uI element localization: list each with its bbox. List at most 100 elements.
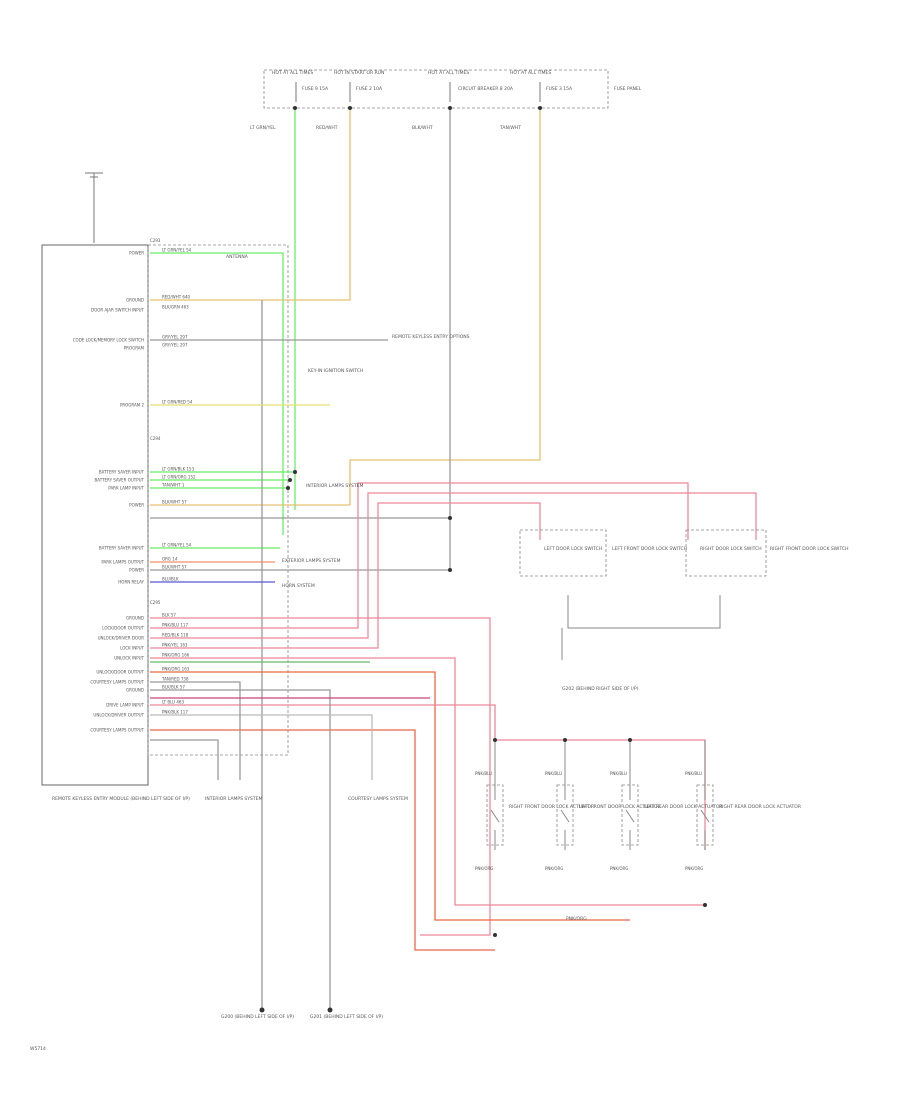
wire-label: BLK/WHT 57	[162, 565, 187, 570]
module-pin-label: BATTERY SAVER OUTPUT	[95, 478, 145, 483]
label-courtesy-1: INTERIOR LAMPS SYSTEM	[205, 796, 262, 802]
wire-harness	[150, 108, 757, 1010]
label-interior-lamps: INTERIOR LAMPS SYSTEM	[306, 483, 363, 489]
drop-wire-1: LT GRN/YEL	[250, 125, 276, 131]
fuse-2: FUSE 2 10A	[356, 86, 383, 92]
module-pin-label: BATTERY SAVER INPUT	[99, 546, 145, 551]
wire-label: RED/BLK 118	[162, 633, 189, 638]
wire-label: BLU/BLK	[162, 577, 179, 582]
door-lock-switches: LEFT FRONT DOOR LOCK SWITCH LEFT DOOR LO…	[519, 529, 848, 660]
wire-label: PNK/ORG 163	[162, 667, 190, 672]
module-pin-label: POWER	[129, 251, 144, 256]
actuator-motor-icon	[560, 740, 570, 850]
connector-c293: C293	[150, 238, 161, 243]
module-caption: REMOTE KEYLESS ENTRY MODULE (BEHIND LEFT…	[52, 796, 190, 802]
module-pin-label: GROUND	[126, 298, 144, 303]
drop-wire-3: BLK/WHT	[412, 125, 433, 131]
actuator-label: RIGHT REAR DOOR LOCK ACTUATOR	[719, 804, 801, 810]
right-lock-switch-box	[685, 529, 767, 577]
wire-label: LT GRN/RED 54	[162, 400, 193, 405]
door-lock-actuators: RIGHT FRONT DOOR LOCK ACTUATORPNK/BLUPNK…	[475, 740, 801, 871]
wire-lt-grn	[150, 108, 296, 535]
actuator-label: LEFT FRONT DOOR LOCK ACTUATOR	[579, 804, 661, 810]
module-pin-label: GROUND	[126, 688, 144, 693]
module-pin-label: PARK LAMP INPUT	[108, 486, 144, 491]
fuse-header-1: HOT AT ALL TIMES	[272, 70, 313, 76]
wire-exterior-lamps	[150, 681, 241, 780]
wire-label: LT BLU 463	[162, 700, 184, 705]
wire-courtesy	[150, 714, 373, 780]
wire-red-org	[150, 671, 630, 921]
module-pin-label: UNLOCK/DRIVER OUTPUT	[93, 713, 144, 718]
circuit-breaker-8: CIRCUIT BREAKER 8 20A	[458, 86, 514, 92]
wire-pnk-3	[150, 502, 541, 649]
wire-label: TAN/WHT 1	[161, 483, 185, 488]
fuse-panel-outline	[263, 69, 609, 109]
module-pin-label: COURTESY LAMPS OUTPUT	[90, 680, 144, 685]
drop-wire-2: RED/WHT	[316, 125, 338, 131]
module-pin-label: GROUND	[126, 616, 144, 621]
wire-ground-2	[150, 689, 331, 1010]
wire-label: ORG 14	[162, 557, 178, 562]
actuator-wire-bottom: PNK/ORG	[610, 866, 628, 871]
module-pin-label: POWER	[129, 568, 144, 573]
fuse-9: FUSE 9 15A	[302, 86, 329, 92]
wire-label: BLK/GRN 463	[162, 305, 189, 310]
label-courtesy-2: COURTESY LAMPS SYSTEM	[348, 796, 408, 802]
door-lock-actuator: RIGHT REAR DOOR LOCK ACTUATOR PNK/BLU PNK/…	[685, 740, 801, 871]
fuse-header-3: HOT AT ALL TIMES	[428, 70, 469, 76]
actuator-motor-icon	[625, 740, 635, 850]
fuse-panel-label: FUSE PANEL	[614, 86, 642, 92]
label-ignition-switch: KEY-IN IGNITION SWITCH	[308, 368, 363, 374]
left-lock-switch-box	[519, 529, 607, 577]
actuator-motor-icon	[700, 740, 710, 850]
actuator-wire-bottom: PNK/ORG	[685, 866, 703, 871]
door-lock-actuator: LEFT REAR DOOR LOCK ACTUATOR PNK/BLU PNK/O…	[610, 740, 723, 871]
wire-tan	[150, 108, 541, 506]
actuator-wire-bottom: PNK/ORG	[475, 866, 493, 871]
wire-pnk-2	[150, 492, 757, 639]
wire-label: BLK 57	[162, 613, 176, 618]
wire-pnk-4	[150, 617, 491, 936]
module-pin-label: PROGRAM 2	[120, 403, 145, 408]
wire-label: PNK/BLU 117	[162, 623, 188, 628]
wire-label: TAN/RED 738	[161, 677, 189, 682]
actuator-label: LEFT REAR DOOR LOCK ACTUATOR	[644, 804, 723, 810]
wire-label: LT GRN/YEL 54	[162, 248, 192, 253]
left-lock-switch-sub: LEFT DOOR LOCK SWITCH	[544, 546, 602, 552]
right-lock-switch-sub: RIGHT DOOR LOCK SWITCH	[700, 546, 762, 552]
wire-label: LT GRN/ORG 152	[162, 475, 196, 480]
actuator-wire-top: PNK/BLU	[610, 771, 627, 776]
label-horn: HORN SYSTEM	[282, 583, 315, 589]
wire-label: BLK/BLK 57	[162, 685, 185, 690]
fuse-symbols	[295, 82, 541, 102]
module-pin-label: BATTERY SAVER INPUT	[99, 470, 145, 475]
door-lock-actuator: LEFT FRONT DOOR LOCK ACTUATOR PNK/BLU PNK/…	[545, 740, 661, 871]
wire-actuator-bus	[150, 704, 706, 850]
drop-wire-4: TAN/WHT	[499, 125, 521, 131]
wire-label: PNK/YEL 163	[162, 643, 188, 648]
label-exterior-lamps: EXTERIOR LAMPS SYSTEM	[282, 558, 341, 564]
antenna-icon	[85, 172, 103, 243]
wire-label: RED/WHT 640	[162, 295, 191, 300]
module-pin-label: COURTESY LAMPS OUTPUT	[90, 728, 144, 733]
actuator-wire-bottom: PNK/ORG	[545, 866, 563, 871]
module-pin-label: LOCK INPUT	[120, 646, 144, 651]
figure-id: W5714	[30, 1046, 46, 1052]
wire-label: LT GRN/BLK 153	[162, 467, 195, 472]
fuse-header-2: HOT IN START OR RUN	[334, 70, 384, 76]
fuse-3: FUSE 3 15A	[546, 86, 573, 92]
actuator-wire-top: PNK/BLU	[685, 771, 702, 776]
wire-label: GRY/YEL 297	[162, 343, 188, 348]
label-keyless-options: REMOTE KEYLESS ENTRY OPTIONS	[392, 334, 470, 340]
fuse-panel: HOT AT ALL TIMES HOT IN START OR RUN HOT…	[250, 69, 642, 131]
wire-label: PNK/ORG 166	[162, 653, 190, 658]
module-pin-label: UNLOCK/DOOR OUTPUT	[96, 670, 144, 675]
label-g202: G202 (BEHIND RIGHT SIDE OF I/P)	[562, 686, 639, 692]
wire-red-wht	[150, 108, 351, 301]
connector-c295: C295	[150, 600, 161, 605]
module-pin-label: UNLOCK/DRIVER DOOR	[98, 636, 145, 641]
module-pin-label: DRIVE LAMP INPUT	[106, 703, 144, 708]
